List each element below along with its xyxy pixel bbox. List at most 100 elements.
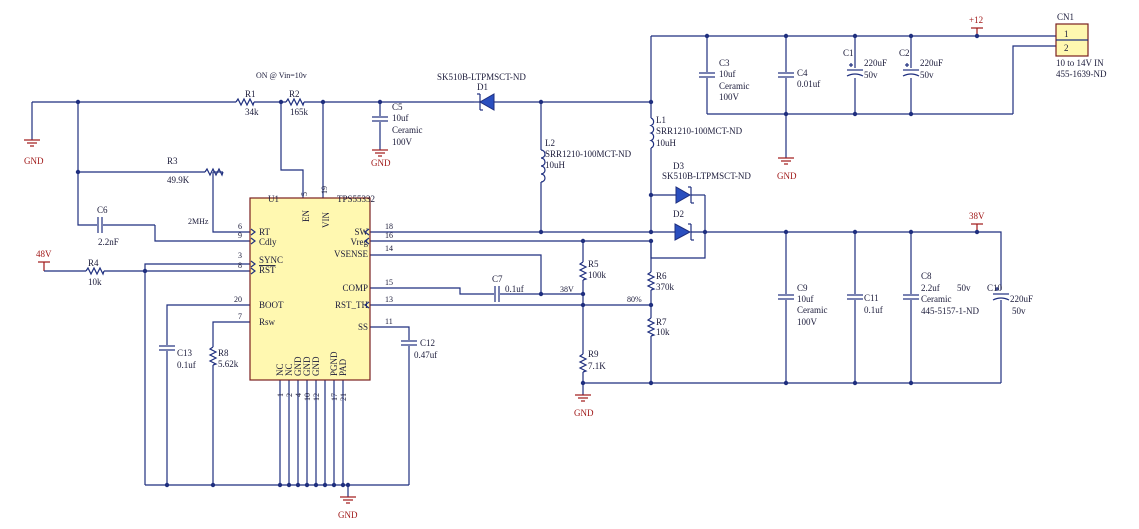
capacitor-c12: C12 0.47uf bbox=[400, 338, 437, 360]
c8-value: 2.2uf bbox=[921, 283, 940, 293]
c6-ref: C6 bbox=[97, 205, 108, 215]
pin-num-12: 12 bbox=[312, 393, 321, 401]
pin-num-5: 5 bbox=[300, 192, 309, 196]
resistor-r1: R1 34k bbox=[235, 89, 259, 117]
cn1-pin-1: 1 bbox=[1064, 29, 1069, 39]
pin-vin: VIN bbox=[321, 212, 331, 228]
c8-volt: 50v bbox=[957, 283, 971, 293]
gnd-label-left: GND bbox=[24, 156, 44, 166]
note-38v: 38V bbox=[560, 285, 574, 294]
d3-part: SK510B-LTPMSCT-ND bbox=[662, 171, 751, 181]
pin-num-6: 6 bbox=[238, 222, 242, 231]
c10-volt: 50v bbox=[1012, 306, 1026, 316]
c3-volt: 100V bbox=[719, 92, 740, 102]
c5-value: 10uf bbox=[392, 113, 409, 123]
pin-pgnd: PGND bbox=[329, 351, 339, 376]
resistor-r8: R8 5.62k bbox=[209, 346, 239, 369]
l2-ref: L2 bbox=[545, 138, 555, 148]
c6-value: 2.2nF bbox=[98, 237, 119, 247]
c2-volt: 50v bbox=[920, 70, 934, 80]
c5-volt: 100V bbox=[392, 137, 413, 147]
ground-c5: GND bbox=[371, 149, 391, 168]
r3-ref: R3 bbox=[167, 156, 178, 166]
d1-ref: D1 bbox=[477, 82, 488, 92]
capacitor-c1: C1 220uF 50v bbox=[843, 48, 887, 80]
ic-body bbox=[249, 197, 371, 381]
pin-vreg: Vreg bbox=[351, 237, 369, 247]
c4-value: 0.01uf bbox=[797, 79, 820, 89]
pin-ss: SS bbox=[358, 322, 368, 332]
cn1-part: 455-1639-ND bbox=[1056, 69, 1107, 79]
resistor-r7: R7 10k bbox=[647, 317, 670, 337]
d3-ref: D3 bbox=[673, 161, 684, 171]
r2-value: 165k bbox=[290, 107, 309, 117]
c1-ref: C1 bbox=[843, 48, 854, 58]
c7-value: 0.1uf bbox=[505, 284, 524, 294]
inductor-l1: L1 SRR1210-100MCT-ND 10uH bbox=[649, 115, 743, 149]
pin-num-16: 16 bbox=[385, 231, 393, 240]
c3-value: 10uf bbox=[719, 69, 736, 79]
c10-value: 220uF bbox=[1010, 294, 1033, 304]
pin-num-14: 14 bbox=[385, 244, 393, 253]
c2-ref: C2 bbox=[899, 48, 910, 58]
gnd-label-bottom: GND bbox=[338, 510, 358, 520]
r7-value: 10k bbox=[656, 327, 670, 337]
capacitor-c3: C3 10uf Ceramic 100V bbox=[698, 58, 750, 102]
l2-part: SRR1210-100MCT-ND bbox=[545, 149, 632, 159]
pin-num-10: 10 bbox=[303, 393, 312, 401]
inductor-l2: L2 SRR1210-100MCT-ND 10uH bbox=[540, 138, 632, 183]
capacitor-c9: C9 10uf Ceramic 100V bbox=[777, 283, 828, 327]
resistor-r6: R6 370k bbox=[647, 271, 675, 292]
c8-ref: C8 bbox=[921, 271, 932, 281]
pin-en: EN bbox=[301, 210, 311, 222]
diode-d2: D2 bbox=[673, 209, 694, 241]
pin-vsense: VSENSE bbox=[334, 249, 369, 259]
port-plus12-label: +12 bbox=[969, 15, 983, 25]
pin-num-8: 8 bbox=[238, 261, 242, 270]
pin-num-11: 11 bbox=[385, 317, 393, 326]
diode-d3: D3 SK510B-LTPMSCT-ND bbox=[662, 161, 751, 204]
gnd-label-c4: GND bbox=[777, 171, 797, 181]
c7-ref: C7 bbox=[492, 274, 503, 284]
r2-ref: R2 bbox=[289, 89, 300, 99]
r9-ref: R9 bbox=[588, 349, 599, 359]
pin-num-18: 18 bbox=[385, 222, 393, 231]
pin-sw: SW bbox=[355, 227, 369, 237]
cn1-desc: 10 to 14V IN bbox=[1056, 58, 1104, 68]
resistor-r4: R4 10k bbox=[85, 258, 105, 287]
pin-comp: COMP bbox=[342, 283, 368, 293]
pin-gnd-4: GND bbox=[293, 356, 303, 376]
c5-ref: C5 bbox=[392, 102, 403, 112]
r5-value: 100k bbox=[588, 270, 607, 280]
c13-value: 0.1uf bbox=[177, 360, 196, 370]
capacitor-c2: C2 220uF 50v bbox=[899, 48, 943, 80]
capacitor-c7: C7 0.1uf bbox=[492, 274, 524, 303]
diode-d1: SK510B-LTPMSCT-ND D1 bbox=[437, 72, 526, 111]
resistor-r2: R2 165k bbox=[285, 89, 309, 117]
c2-value: 220uF bbox=[920, 58, 943, 68]
c12-ref: C12 bbox=[420, 338, 435, 348]
pin-num-3: 3 bbox=[238, 251, 242, 260]
port-plus12: +12 bbox=[969, 15, 983, 29]
r1-value: 34k bbox=[245, 107, 259, 117]
r1-ref: R1 bbox=[245, 89, 256, 99]
c3-type: Ceramic bbox=[719, 81, 750, 91]
port-48v: 48V bbox=[36, 249, 52, 263]
port-48v-label: 48V bbox=[36, 249, 52, 259]
resistor-r5: R5 100k bbox=[579, 259, 607, 281]
r4-value: 10k bbox=[88, 277, 102, 287]
note-freq: 2MHz bbox=[188, 217, 209, 226]
c3-ref: C3 bbox=[719, 58, 730, 68]
l2-value: 10uH bbox=[545, 160, 566, 170]
l1-part: SRR1210-100MCT-ND bbox=[656, 126, 743, 136]
ground-r9: GND bbox=[574, 394, 594, 418]
pin-num-7: 7 bbox=[238, 312, 242, 321]
capacitor-c10: C10 220uF 50v bbox=[987, 283, 1033, 316]
note-on-vin: ON @ Vin=10v bbox=[256, 71, 307, 80]
c8-type: Ceramic bbox=[921, 294, 952, 304]
cn1-pin-2: 2 bbox=[1064, 43, 1069, 53]
pin-boot: BOOT bbox=[259, 300, 284, 310]
pin-num-13: 13 bbox=[385, 295, 393, 304]
connector-cn1: CN1 1 2 10 to 14V IN 455-1639-ND bbox=[1055, 12, 1107, 79]
